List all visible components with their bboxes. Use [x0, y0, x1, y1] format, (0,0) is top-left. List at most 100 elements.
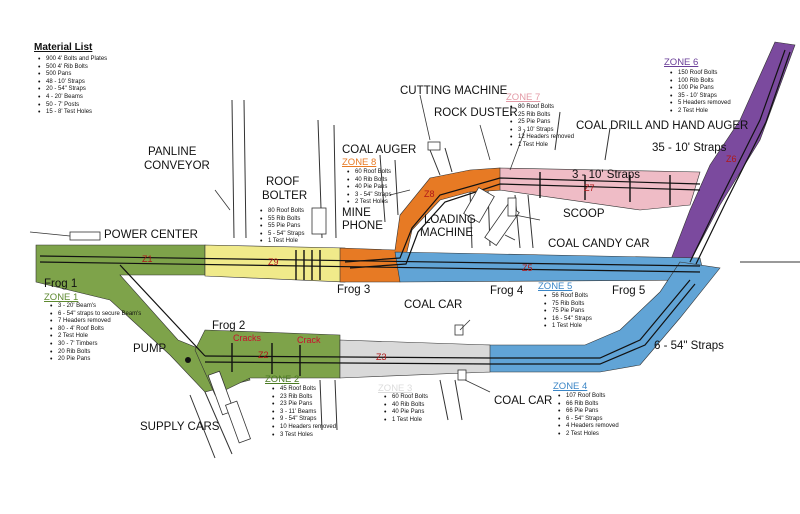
- zone7-area: [499, 167, 701, 211]
- coal-drill-label: COAL DRILL AND HAND AUGER: [576, 120, 749, 132]
- roof-bolter-box: [311, 207, 327, 235]
- zone6-item: 100 Pie Pans: [670, 85, 731, 93]
- zone5-area: [394, 251, 706, 283]
- zone8-item: 40 Rib Bolts: [347, 177, 391, 185]
- zone4-title: ZONE 4: [553, 381, 588, 392]
- z6-marker: Z6: [726, 154, 737, 164]
- zone7-item: 80 Roof Bolts: [510, 104, 574, 112]
- z9-marker: Z9: [268, 257, 279, 267]
- z1-marker: Z1: [142, 254, 153, 264]
- straps-54-label: 6 - 54" Straps: [654, 340, 724, 352]
- zone2-item: 9 - 54" Straps: [272, 416, 336, 424]
- zone9-item: 55 Pie Pans: [260, 223, 304, 231]
- material-list: 900 4' Bolts and Plates500 4' Rib Bolts5…: [36, 56, 107, 117]
- track-lines: [39, 49, 791, 365]
- zone1-item: 30 - 7' Timbers: [50, 341, 141, 349]
- coal-car-box-2: [457, 369, 467, 381]
- cutting-machine-box: [427, 141, 441, 151]
- coal-car-label-1: COAL CAR: [404, 299, 463, 311]
- zone7-item: 25 Pie Pans: [510, 119, 574, 127]
- conveyor-label: CONVEYOR: [144, 160, 210, 172]
- zone6-list: 150 Roof Bolts100 Rib Bolts100 Pie Pans3…: [668, 70, 731, 116]
- zone4-item: 66 Pie Pans: [558, 408, 619, 416]
- bolter-label: BOLTER: [262, 190, 308, 202]
- loading-label: LOADING: [424, 214, 476, 226]
- zone7-item: 25 Rib Bolts: [510, 112, 574, 120]
- zone9-item: 5 - 54" Straps: [260, 231, 305, 239]
- straps-10b-label: 3 - 10' Straps: [572, 169, 641, 181]
- frog1-label: Frog 1: [44, 278, 78, 290]
- zone2-item: 23 Pie Pans: [272, 401, 336, 409]
- zone8-item: 2 Test Holes: [347, 199, 391, 207]
- material-list-item: 15 - 8' Test Holes: [38, 109, 107, 117]
- zone7-item: 3 - 10' Straps: [510, 127, 574, 135]
- zone5-title: ZONE 5: [538, 281, 573, 292]
- z8-marker: Z8: [424, 189, 435, 199]
- zone5-list: 56 Roof Bolts75 Rib Bolts75 Pie Pans16 -…: [542, 293, 592, 331]
- zone2-list: 45 Roof Bolts23 Rib Bolts23 Pie Pans3 - …: [270, 386, 336, 439]
- z7-marker: Z7: [584, 183, 595, 193]
- coal-car-label-2: COAL CAR: [494, 395, 553, 407]
- zone1-item: 20 Pie Pans: [50, 356, 141, 364]
- zone6-item: 2 Test Hole: [670, 108, 731, 116]
- leader-lines: [29, 94, 541, 393]
- zone2-item: 3 Test Holes: [272, 432, 336, 440]
- zone6-title: ZONE 6: [664, 57, 699, 68]
- material-list-title: Material List: [34, 42, 93, 53]
- pump-label: PUMP: [133, 343, 167, 355]
- straps: [231, 172, 671, 376]
- zone3-item: 40 Pie Pans: [384, 409, 428, 417]
- zone9-list: 80 Roof Bolts55 Rib Bolts55 Pie Pans5 - …: [258, 208, 305, 246]
- zone4-item: 2 Test Holes: [558, 431, 619, 439]
- material-list-item: 900 4' Bolts and Plates: [38, 56, 107, 64]
- zone8-item: 60 Roof Bolts: [347, 169, 391, 177]
- zone5-item: 1 Test Hole: [544, 323, 592, 331]
- zone7-title: ZONE 7: [506, 92, 541, 103]
- coal-auger-label: COAL AUGER: [342, 144, 417, 156]
- panline-label: PANLINE: [148, 146, 197, 158]
- material-list-item: 20 - 54" Straps: [38, 86, 107, 94]
- pump-dot: [185, 357, 191, 363]
- power-center-label: POWER CENTER: [104, 229, 198, 241]
- scoop-box: [507, 197, 517, 217]
- material-list-item: 50 - 7' Posts: [38, 102, 107, 110]
- zone2-title: ZONE 2: [265, 374, 300, 385]
- coal-auger-box: [463, 186, 495, 224]
- zone6-item: 35 - 10' Straps: [670, 93, 731, 101]
- power-center-box: [69, 231, 101, 241]
- zone6-item: 5 Headers removed: [670, 100, 731, 108]
- zone5-item: 75 Pie Pans: [544, 308, 592, 316]
- zone7-item: 1 Test Hole: [510, 142, 574, 150]
- frog2-label: Frog 2: [212, 320, 246, 332]
- coal-candy-car-label: COAL CANDY CAR: [548, 238, 650, 250]
- z5-marker: Z5: [522, 263, 533, 273]
- material-list-item: 4 - 20' Beams: [38, 94, 107, 102]
- scoop-label: SCOOP: [563, 208, 605, 220]
- supply-cars-label: SUPPLY CARS: [140, 421, 220, 433]
- equipment: [69, 141, 520, 444]
- zone4-item: 107 Roof Bolts: [558, 393, 619, 401]
- zone5-item: 56 Roof Bolts: [544, 293, 592, 301]
- frog3-label: Frog 3: [337, 284, 371, 296]
- material-list-item: 500 Pans: [38, 71, 107, 79]
- zone3-item: 60 Roof Bolts: [384, 394, 428, 402]
- frog5-label: Frog 5: [612, 285, 646, 297]
- cutting-machine-label: CUTTING MACHINE: [400, 85, 508, 97]
- rock-duster-label: ROCK DUSTER: [434, 107, 518, 119]
- zone1-list: 3 - 20' Beam's6 - 54" straps to secure B…: [48, 303, 141, 364]
- zone8-title: ZONE 8: [342, 157, 377, 168]
- zone8-list: 60 Roof Bolts40 Rib Bolts40 Pie Pans3 - …: [345, 169, 392, 207]
- zone2-item: 45 Roof Bolts: [272, 386, 336, 394]
- zone3-list: 60 Roof Bolts40 Rib Bolts40 Pie Pans1 Te…: [382, 394, 428, 424]
- zone2-item: 23 Rib Bolts: [272, 394, 336, 402]
- zone4-item: 4 Headers removed: [558, 423, 619, 431]
- zone3-area: [339, 339, 491, 379]
- frog4-label: Frog 4: [490, 285, 524, 297]
- zone5-item: 75 Rib Bolts: [544, 301, 592, 309]
- zone8-item: 40 Pie Pans: [347, 184, 391, 192]
- crack-label: Crack: [297, 335, 321, 345]
- zone1-item: 7 Headers removed: [50, 318, 141, 326]
- phone-label: PHONE: [342, 220, 383, 232]
- supply-car-2: [225, 400, 251, 444]
